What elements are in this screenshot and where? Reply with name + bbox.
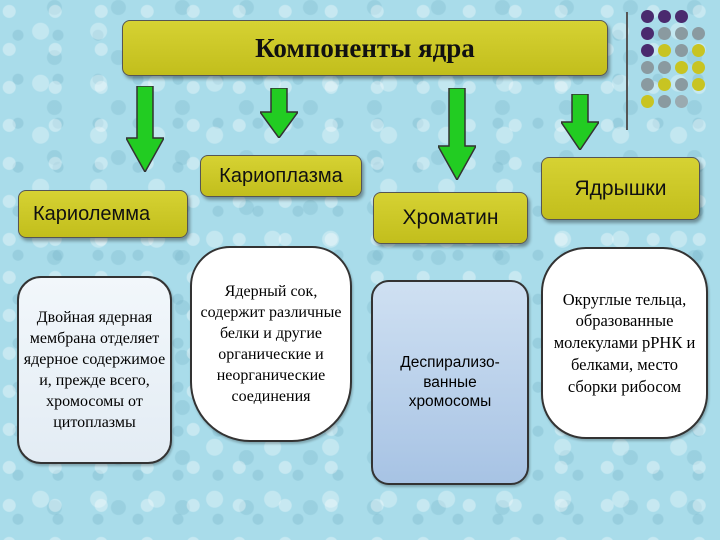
component-label-chromatin: Хроматин bbox=[373, 192, 528, 244]
arrow-down-icon bbox=[126, 86, 164, 172]
arrow-down-icon bbox=[561, 94, 599, 150]
arrow-down-icon bbox=[438, 88, 476, 180]
description-text: Двойная ядерная мембрана отделяет ядерно… bbox=[23, 308, 166, 432]
description-card-karyolemma: Двойная ядерная мембрана отделяет ядерно… bbox=[17, 276, 172, 464]
description-text: Деспирализо-ванные хромосомы bbox=[400, 354, 500, 411]
component-label-karyoplasm: Кариоплазма bbox=[200, 155, 362, 197]
component-label-nucleoli: Ядрышки bbox=[541, 157, 700, 220]
description-text: Ядерный сок, содержит различные белки и … bbox=[200, 282, 342, 406]
description-card-karyoplasm: Ядерный сок, содержит различные белки и … bbox=[190, 246, 352, 442]
description-card-chromatin: Деспирализо-ванные хромосомы bbox=[371, 280, 529, 485]
arrow-down-icon bbox=[260, 88, 298, 138]
divider-line bbox=[626, 12, 628, 130]
description-text: Округлые тельца, образованные молекулами… bbox=[553, 289, 696, 396]
description-card-nucleoli: Округлые тельца, образованные молекулами… bbox=[541, 247, 708, 439]
component-label-karyolemma: Кариолемма bbox=[18, 190, 188, 238]
diagram-title: Компоненты ядра bbox=[122, 20, 608, 76]
